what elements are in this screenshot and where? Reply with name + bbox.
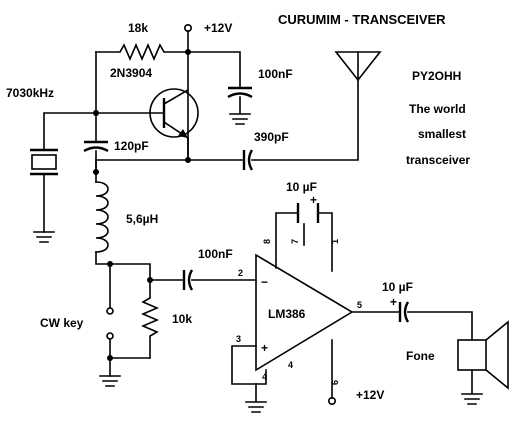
transistor-label: 2N3904	[110, 66, 152, 80]
capacitor-100nf-top: 100nF	[227, 67, 293, 99]
ground-symbol	[33, 231, 55, 243]
capacitor-390pf: 390pF	[242, 130, 289, 171]
crystal-freq-label: 7030kHz	[6, 86, 54, 100]
ground-symbol	[245, 401, 267, 413]
plus-sign: +	[390, 295, 397, 309]
resistor-18k-label: 18k	[128, 21, 148, 35]
crystal-7030khz	[30, 148, 58, 176]
capacitor-120pf-label: 120pF	[114, 139, 149, 153]
ic-lm386: LM386 − +	[255, 253, 354, 372]
pin-5: 5	[357, 300, 362, 310]
ground-symbol	[229, 113, 251, 125]
capacitor-120pf: 120pF	[83, 139, 149, 153]
cw-key: CW key	[40, 307, 114, 340]
capacitor-100nf-top-label: 100nF	[258, 67, 293, 81]
cw-key-label: CW key	[40, 316, 84, 330]
speaker-icon	[457, 320, 509, 390]
inductor-label: 5,6µH	[126, 212, 158, 226]
minus-sign: −	[261, 275, 268, 289]
capacitor-10uf-output-label: 10 µF	[382, 280, 413, 294]
tagline-line-1: The world	[409, 102, 466, 116]
supply-bottom-label: +12V	[356, 388, 384, 402]
capacitor-10uf-output: + 10 µF	[382, 280, 413, 323]
supply-top: +12V	[184, 21, 232, 35]
resistor-10k-label: 10k	[172, 312, 192, 326]
plus-sign: +	[261, 341, 268, 355]
ground-symbol	[99, 375, 121, 387]
capacitor-100nf-input-label: 100nF	[198, 247, 233, 261]
pin-4-outer: 4	[288, 360, 293, 370]
antenna-icon	[334, 51, 382, 82]
inductor-5-6uh: 5,6µH	[95, 181, 158, 253]
title: CURUMIM - TRANSCEIVER	[278, 12, 446, 27]
capacitor-390pf-label: 390pF	[254, 130, 289, 144]
resistor-10k: 10k	[140, 279, 192, 359]
pin-4-inner: 4	[262, 372, 267, 382]
transistor-2n3904: 2N3904	[95, 66, 199, 140]
capacitor-100nf-input: 100nF	[182, 247, 233, 291]
pin-8: 8	[262, 239, 272, 244]
pin-6: 6	[330, 380, 340, 385]
pin-7: 7	[290, 239, 300, 244]
fone-label: Fone	[406, 349, 435, 363]
resistor-18k: 18k	[95, 21, 189, 62]
tagline-line-3: transceiver	[406, 153, 470, 167]
capacitor-10uf-top: + 10 µF	[286, 180, 320, 223]
pin-2: 2	[238, 268, 243, 278]
tagline-line-2: smallest	[418, 127, 466, 141]
pin-1: 1	[330, 239, 340, 244]
supply-top-label: +12V	[204, 21, 232, 35]
ic-label: LM386	[268, 307, 306, 321]
pin-3: 3	[236, 334, 241, 344]
capacitor-10uf-top-label: 10 µF	[286, 180, 317, 194]
callsign: PY2OHH	[412, 69, 461, 83]
plus-sign: +	[310, 193, 317, 207]
ground-symbol	[461, 393, 483, 405]
supply-bottom: +12V	[327, 388, 384, 405]
